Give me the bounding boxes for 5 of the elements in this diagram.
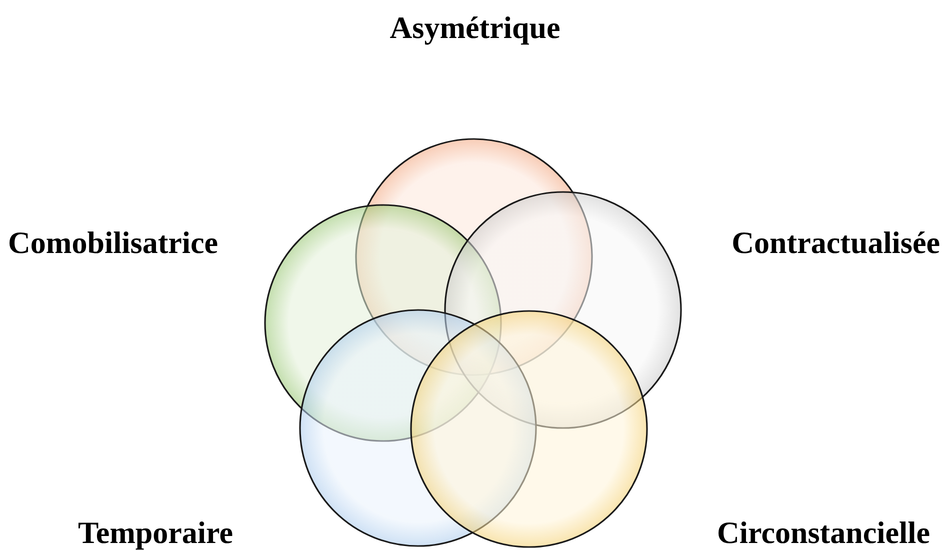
- circle-label: Comobilisatrice: [8, 225, 218, 261]
- circle-label: Circonstancielle: [717, 515, 930, 550]
- circle-label: Contractualisée: [732, 225, 940, 261]
- circle-label: Temporaire: [78, 515, 233, 550]
- circle-label: Asymétrique: [390, 10, 560, 46]
